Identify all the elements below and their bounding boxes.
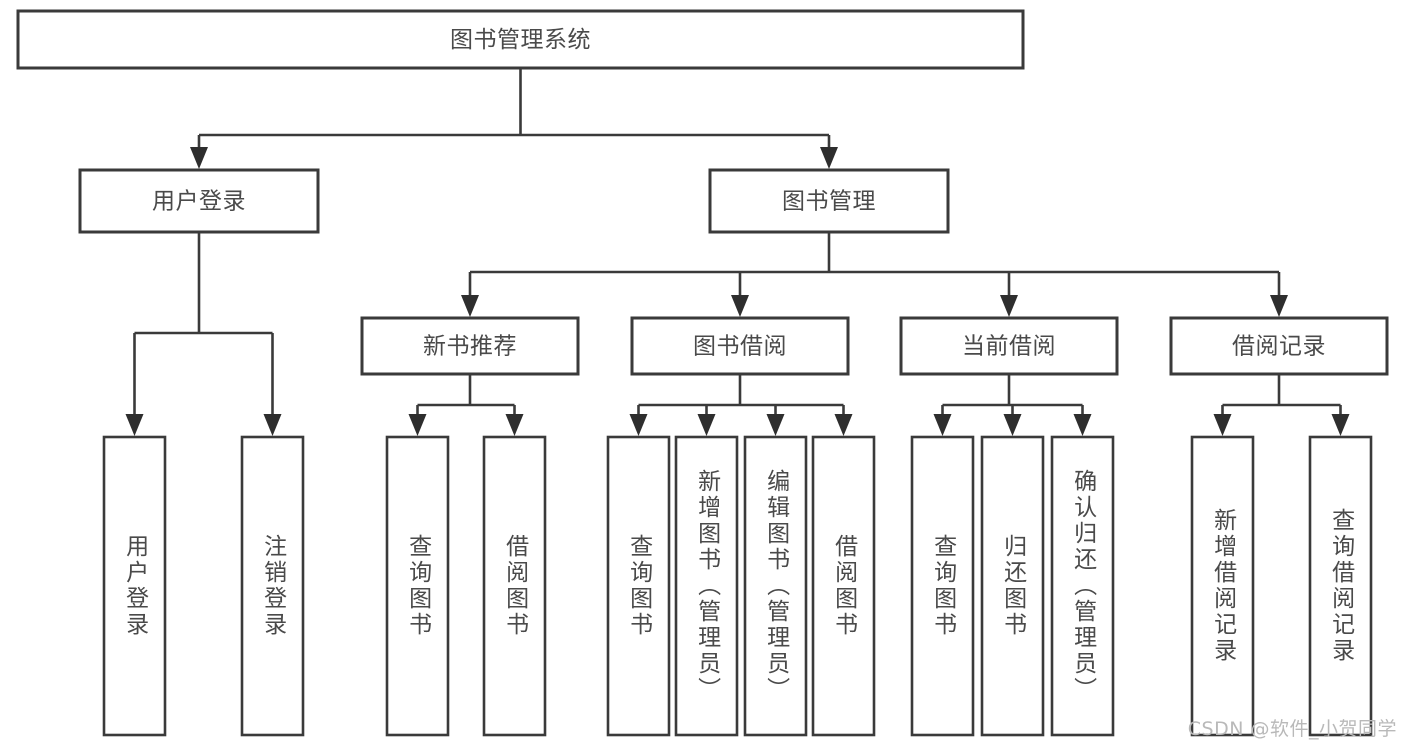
leaf-node-查询借阅记录-12[interactable]: [1308, 435, 1373, 737]
arrow-head-icon: [731, 295, 749, 317]
arrow-head-icon: [933, 414, 952, 436]
arrow-head-icon: [629, 414, 648, 436]
leaf-node-新增图书管理员-5[interactable]: [674, 435, 739, 737]
leaf-node-确认归还管理员-10[interactable]: [1050, 435, 1115, 737]
node-图书管理[interactable]: [708, 168, 950, 234]
arrow-head-icon: [408, 414, 427, 436]
node-label-当前借阅: 当前借阅: [962, 334, 1056, 360]
node-借阅记录[interactable]: [1169, 316, 1389, 376]
arrow-head-icon: [834, 414, 853, 436]
leaf-node-新增借阅记录-11[interactable]: [1190, 435, 1255, 737]
arrow-head-icon: [125, 414, 144, 436]
node-label-图书借阅: 图书借阅: [693, 334, 787, 360]
arrow-head-icon: [263, 414, 282, 436]
node-label-新书推荐: 新书推荐: [423, 334, 517, 360]
leaf-node-借阅图书-3[interactable]: [482, 435, 547, 737]
arrow-head-icon: [1213, 414, 1232, 436]
leaf-node-用户登录-0[interactable]: [102, 435, 167, 737]
leaf-node-查询图书-8[interactable]: [910, 435, 975, 737]
node-boxes: [16, 9, 1389, 737]
arrow-head-icon: [1003, 414, 1022, 436]
watermark-text: CSDN @软件_小贺同学: [1187, 718, 1397, 740]
arrow-head-icon: [190, 147, 208, 169]
node-label-图书管理: 图书管理: [782, 189, 876, 215]
arrow-head-icon: [1000, 295, 1018, 317]
arrow-head-icon: [1270, 295, 1288, 317]
arrow-head-icon: [505, 414, 524, 436]
node-用户登录[interactable]: [78, 168, 320, 234]
arrow-head-icon: [1073, 414, 1092, 436]
arrow-head-icon: [697, 414, 716, 436]
node-当前借阅[interactable]: [899, 316, 1119, 376]
node-图书管理系统[interactable]: [16, 9, 1025, 70]
leaf-node-注销登录-1[interactable]: [240, 435, 305, 737]
arrow-head-icon: [1331, 414, 1350, 436]
leaf-node-查询图书-2[interactable]: [385, 435, 450, 737]
node-label-图书管理系统: 图书管理系统: [450, 27, 591, 53]
leaf-node-查询图书-4[interactable]: [606, 435, 671, 737]
leaf-node-归还图书-9[interactable]: [980, 435, 1045, 737]
node-新书推荐[interactable]: [360, 316, 580, 376]
node-图书借阅[interactable]: [630, 316, 850, 376]
leaf-node-编辑图书管理员-6[interactable]: [743, 435, 808, 737]
arrow-head-icon: [461, 295, 479, 317]
leaf-node-借阅图书-7[interactable]: [811, 435, 876, 737]
arrow-head-icon: [820, 147, 838, 169]
node-label-用户登录: 用户登录: [152, 189, 246, 215]
arrow-head-icon: [766, 414, 785, 436]
connector-lines: [125, 68, 1350, 436]
node-label-借阅记录: 借阅记录: [1232, 334, 1326, 360]
